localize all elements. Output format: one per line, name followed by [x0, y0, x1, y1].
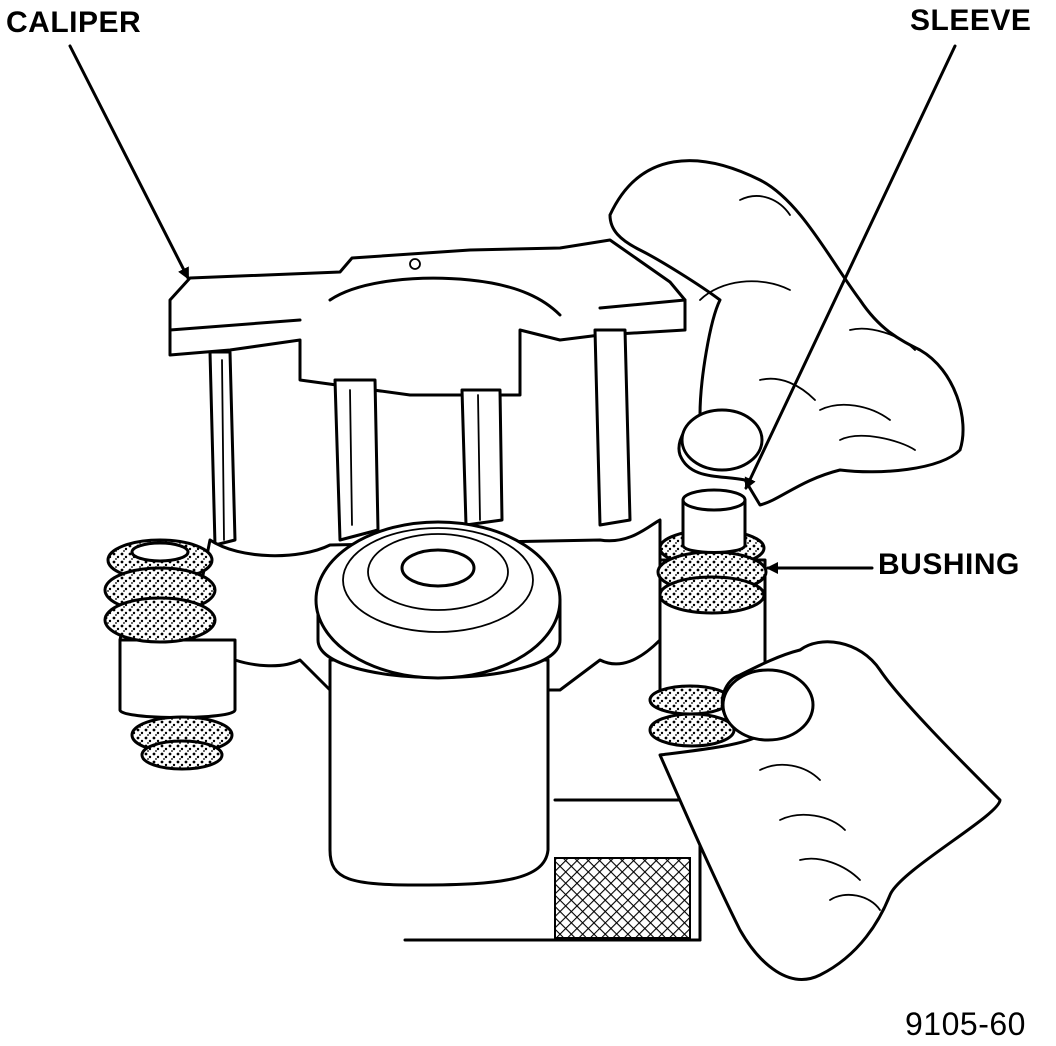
sleeve-part	[681, 498, 747, 554]
figure-number: 9105-60	[905, 1006, 1026, 1042]
piston-top	[314, 520, 562, 680]
left-bushing-assembly	[103, 538, 237, 771]
bench-surface	[403, 798, 702, 942]
caliper-leader	[68, 44, 190, 280]
caliper-legs	[208, 328, 632, 547]
lower-hand	[658, 640, 1002, 981]
grip-pad	[554, 857, 691, 939]
leader-lines	[68, 44, 957, 574]
bushing-label: BUSHING	[878, 548, 1020, 581]
caliper-label: CALIPER	[6, 6, 142, 39]
sleeve-leader	[744, 44, 957, 490]
sleeve-label: SLEEVE	[910, 4, 1032, 37]
piston-cylinder	[314, 520, 562, 887]
right-bushing-assembly	[648, 488, 768, 748]
caliper-bridge	[168, 238, 687, 397]
upper-hand	[608, 159, 965, 507]
